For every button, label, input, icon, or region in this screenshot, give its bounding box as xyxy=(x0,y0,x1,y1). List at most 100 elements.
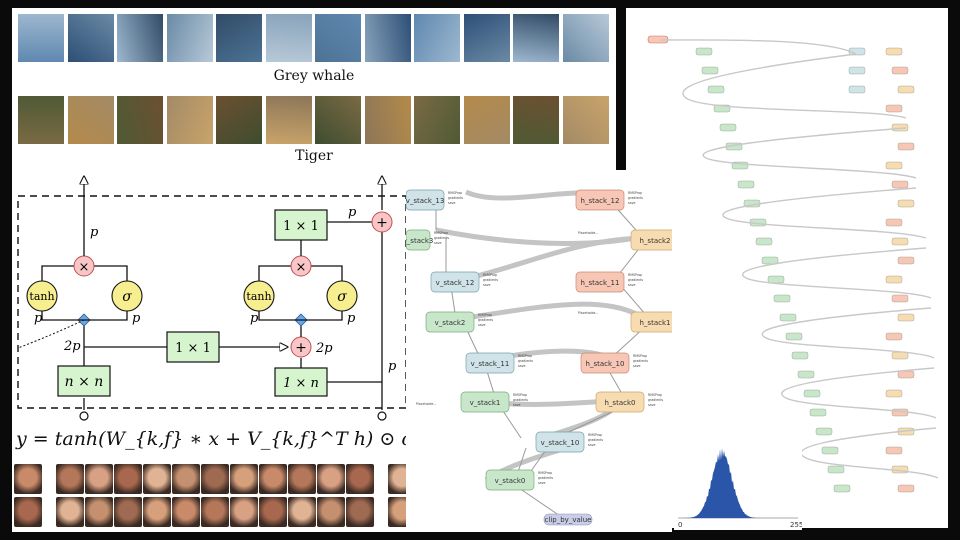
placeholder-label: Placeholde... xyxy=(578,231,598,235)
graph-aux-label: RMSProp xyxy=(518,354,532,358)
unrolled-graph-node[interactable] xyxy=(779,313,797,322)
sample-image xyxy=(18,14,64,62)
unrolled-graph-node[interactable] xyxy=(885,161,903,170)
unrolled-graph-node[interactable] xyxy=(885,47,903,56)
unrolled-graph-node[interactable] xyxy=(897,484,915,493)
unrolled-graph-node[interactable] xyxy=(897,370,915,379)
sample-image xyxy=(562,14,609,62)
sample-image xyxy=(364,14,411,62)
unrolled-graph-node[interactable] xyxy=(737,180,755,189)
histogram-tick-start: 0 xyxy=(678,521,682,529)
face-sample xyxy=(259,464,287,494)
dashed-boundary xyxy=(17,195,406,409)
sample-image xyxy=(117,14,163,62)
graph-node-label: v_stack_12 xyxy=(436,279,475,287)
graph-node[interactable] xyxy=(425,311,475,333)
face-sample xyxy=(346,464,374,494)
output-1x1-label: 1 × 1 xyxy=(283,219,319,234)
unrolled-graph-node[interactable] xyxy=(755,237,773,246)
graph-node[interactable] xyxy=(630,311,672,333)
graph-aux-label: gradients xyxy=(513,398,528,402)
clip-by-value-node xyxy=(543,513,593,526)
unrolled-graph-node[interactable] xyxy=(707,85,725,94)
graph-aux-label: RMSProp xyxy=(628,191,642,195)
unrolled-graph-node[interactable] xyxy=(719,123,737,132)
unrolled-graph-node[interactable] xyxy=(897,85,915,94)
unrolled-graph-node[interactable] xyxy=(848,85,866,94)
tiger-image-row xyxy=(18,96,612,144)
graph-node[interactable] xyxy=(630,229,672,251)
graph-node[interactable] xyxy=(595,391,645,413)
unrolled-graph-node[interactable] xyxy=(891,180,909,189)
graph-node[interactable] xyxy=(406,229,431,251)
graph-node[interactable] xyxy=(465,352,515,374)
face-sample xyxy=(14,497,42,527)
unrolled-graph-node[interactable] xyxy=(885,218,903,227)
face-samples-row xyxy=(12,464,406,532)
unrolled-graph-node[interactable] xyxy=(821,446,839,455)
sample-image xyxy=(513,14,559,62)
grey-whale-caption: Grey whale xyxy=(273,68,355,84)
face-sample xyxy=(85,497,113,527)
unrolled-graph-node[interactable] xyxy=(695,47,713,56)
sample-image xyxy=(315,96,361,144)
horizontal-add-label: + xyxy=(295,340,307,356)
unrolled-graph-node[interactable] xyxy=(885,446,903,455)
unrolled-graph-node[interactable] xyxy=(848,66,866,75)
unrolled-graph-node[interactable] xyxy=(891,294,909,303)
unrolled-graph-node[interactable] xyxy=(803,389,821,398)
sample-image xyxy=(67,96,114,144)
face-sample xyxy=(114,464,142,494)
graph-aux-label: gradients xyxy=(633,359,648,363)
unrolled-graph-node[interactable] xyxy=(785,332,803,341)
unrolled-graph-node[interactable] xyxy=(809,408,827,417)
clip-by-value-label: clip_by_value xyxy=(545,516,592,524)
sample-image xyxy=(414,14,460,62)
unrolled-graph-node[interactable] xyxy=(891,66,909,75)
face-sample xyxy=(346,497,374,527)
tensorflow-graph: v_stack_13RMSPropgradientssavev_stack3RM… xyxy=(406,189,672,526)
unrolled-graph-node[interactable] xyxy=(833,484,851,493)
placeholder-label: Placeholde... xyxy=(416,402,436,406)
unrolled-graph-node[interactable] xyxy=(767,275,785,284)
face-sample xyxy=(143,464,171,494)
graph-node[interactable] xyxy=(406,189,445,211)
unrolled-graph-node[interactable] xyxy=(701,66,719,75)
graph-node-label: v_stack_10 xyxy=(541,439,580,447)
unrolled-graph-node[interactable] xyxy=(897,142,915,151)
unrolled-graph-node[interactable] xyxy=(885,389,903,398)
face-sample xyxy=(114,497,142,527)
unrolled-graph-node[interactable] xyxy=(797,370,815,379)
unrolled-graph-node[interactable] xyxy=(773,294,791,303)
graph-aux-label: gradients xyxy=(588,438,603,442)
graph-aux-label: gradients xyxy=(483,278,498,282)
graph-node-label: v_stack1 xyxy=(470,399,501,407)
unrolled-graph-node[interactable] xyxy=(827,465,845,474)
gated-activation-formula: y = tanh(W_{k,f} ∗ x + V_{k,f}^T h) ⊙ σ(… xyxy=(16,428,406,450)
unrolled-graph-node[interactable] xyxy=(815,427,833,436)
tensorflow-graph-panel: v_stack_13RMSPropgradientssavev_stack3RM… xyxy=(406,170,672,532)
graph-node[interactable] xyxy=(430,271,480,293)
unrolled-graph-node[interactable] xyxy=(891,237,909,246)
unrolled-graph-node[interactable] xyxy=(885,104,903,113)
unrolled-graph-node[interactable] xyxy=(885,332,903,341)
unrolled-graph-node[interactable] xyxy=(885,275,903,284)
graph-node[interactable] xyxy=(535,431,585,453)
graph-node[interactable] xyxy=(575,271,625,293)
graph-aux-label: gradients xyxy=(434,236,449,240)
graph-node[interactable] xyxy=(485,469,535,491)
unrolled-graph-node[interactable] xyxy=(897,199,915,208)
graph-node[interactable] xyxy=(580,352,630,374)
vertical-multiply-label: × xyxy=(79,260,90,275)
graph-node[interactable] xyxy=(575,189,625,211)
unrolled-graph-node[interactable] xyxy=(761,256,779,265)
unrolled-graph-node[interactable] xyxy=(897,313,915,322)
gated-block-diagram-panel: n × n 2p p p tanh σ × p 1 × 1 p 1 × n + xyxy=(12,170,406,532)
graph-node-label: h_stack_11 xyxy=(581,279,620,287)
graph-node-label: h_stack2 xyxy=(640,237,671,245)
graph-node[interactable] xyxy=(460,391,510,413)
face-sample xyxy=(14,464,42,494)
unrolled-graph-node[interactable] xyxy=(897,256,915,265)
unrolled-graph-node[interactable] xyxy=(791,351,809,360)
unrolled-graph-node[interactable] xyxy=(891,351,909,360)
